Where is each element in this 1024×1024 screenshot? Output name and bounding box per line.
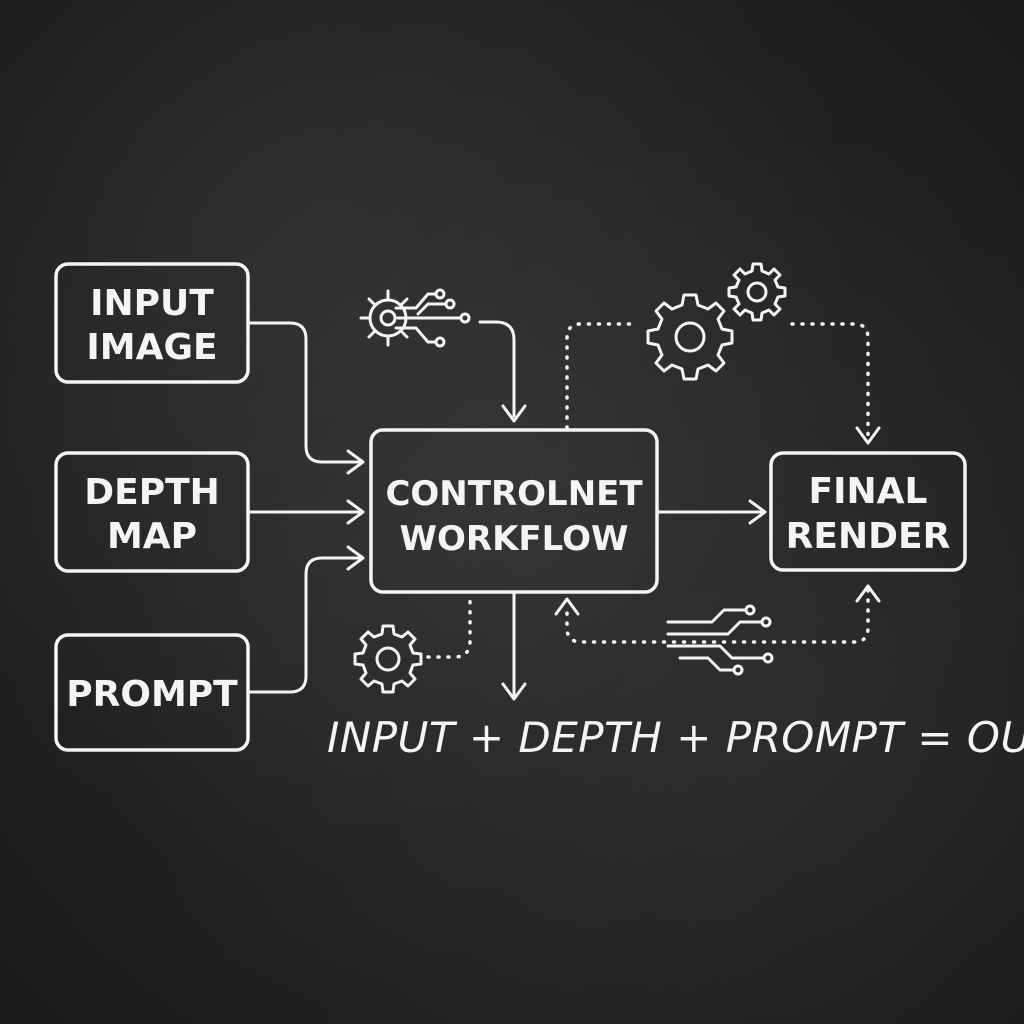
node-prompt: PROMPT <box>54 633 250 752</box>
node-final-render-line-1: FINAL <box>809 471 928 512</box>
edge-circuit-icon-to-controlnet <box>478 320 527 423</box>
node-input-image-line-1: INPUT <box>90 283 214 324</box>
node-final-render: FINAL RENDER <box>769 451 967 572</box>
node-input-image-line-2: IMAGE <box>86 327 217 368</box>
edge-dotted-final-render-to-controlnet <box>554 584 881 644</box>
edge-controlnet-down <box>501 590 527 701</box>
edge-dotted-gear-to-controlnet <box>426 596 472 659</box>
edge-depth-map-to-controlnet <box>246 499 365 525</box>
node-depth-map: DEPTH MAP <box>54 451 250 573</box>
node-final-render-line-2: RENDER <box>786 516 951 557</box>
node-depth-map-line-2: MAP <box>107 516 197 557</box>
edge-prompt-to-controlnet <box>246 545 365 694</box>
node-controlnet-workflow: CONTROLNET WORKFLOW <box>369 428 659 594</box>
node-prompt-line-1: PROMPT <box>66 674 238 715</box>
node-depth-map-line-1: DEPTH <box>84 472 220 513</box>
node-controlnet-line-1: CONTROLNET <box>385 474 643 514</box>
edge-dotted-controlnet-to-gears <box>565 322 634 430</box>
gear-icon <box>353 624 423 694</box>
edge-controlnet-to-final-render <box>655 499 767 525</box>
circuit-gear-icon <box>359 288 471 348</box>
circuit-lines-icon <box>666 604 774 676</box>
small-gear-icon <box>727 262 787 322</box>
equation-text: INPUT + DEPTH + PROMPT = OUTPUT <box>327 713 1024 762</box>
node-controlnet-line-2: WORKFLOW <box>399 519 628 559</box>
node-input-image: INPUT IMAGE <box>54 262 250 384</box>
edge-dotted-gears-to-final-render <box>790 322 881 445</box>
large-gear-icon <box>646 293 734 381</box>
edge-input-image-to-controlnet <box>246 321 365 475</box>
